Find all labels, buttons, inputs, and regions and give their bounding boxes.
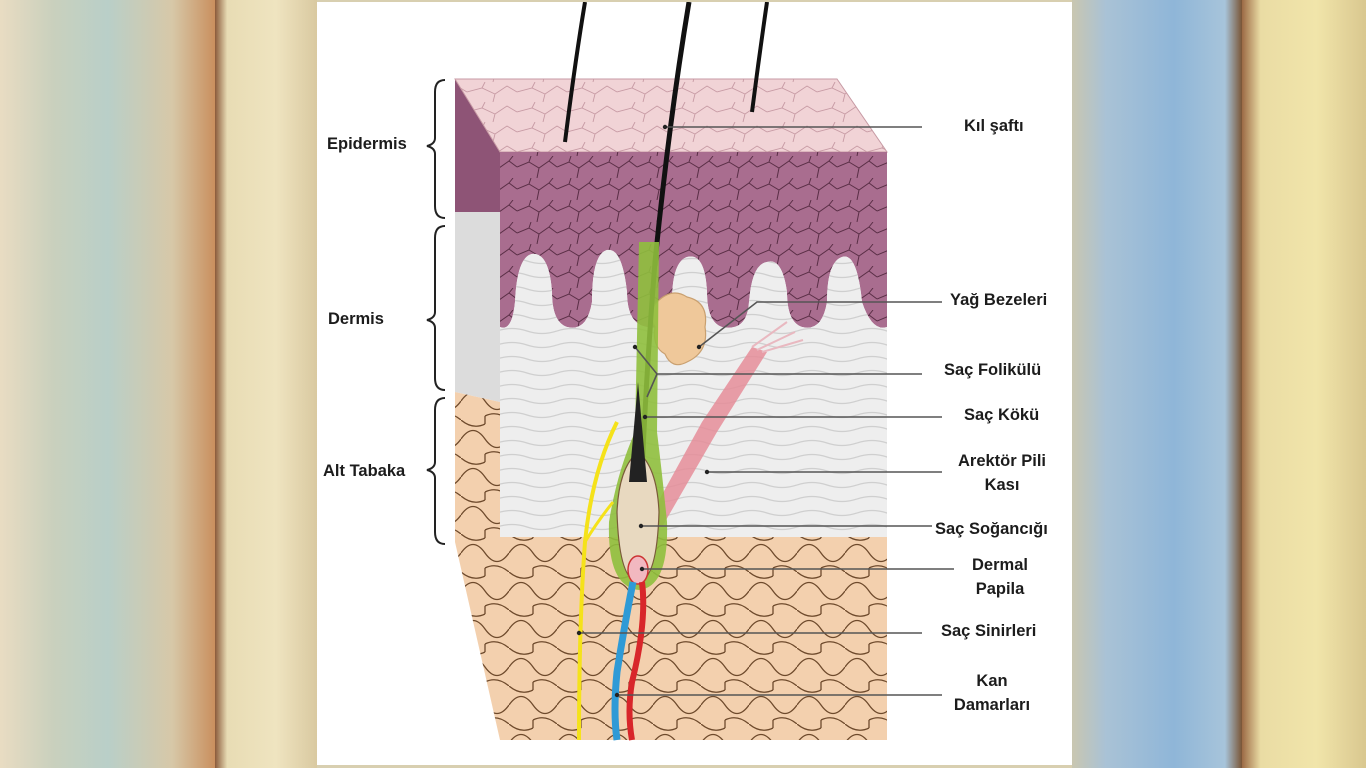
- leader-lines: [579, 126, 954, 696]
- leader-dots: [576, 124, 710, 698]
- diagram-panel: Epidermis Dermis Alt Tabaka Kıl şaftı Ya…: [317, 2, 1072, 765]
- hair-root-dark: [629, 382, 647, 482]
- arrector-pili-fibers: [751, 321, 804, 353]
- block-side-dermis: [455, 212, 500, 402]
- label-hair-shaft: Kıl şaftı: [964, 117, 1024, 135]
- label-blood-vessels: Kan Damarları: [932, 669, 1052, 717]
- hair-bulb: [616, 451, 660, 583]
- vein: [611, 581, 637, 741]
- label-hair-follicle: Saç Folikülü: [944, 361, 1042, 379]
- hair-nerve: [577, 421, 619, 741]
- label-papilla-line2: Papila: [975, 580, 1025, 598]
- dermis-bracket: [426, 225, 446, 391]
- label-hair-nerves: Saç Sinirleri: [941, 622, 1037, 640]
- label-arrector-pili: Arektör Pili Kası: [932, 449, 1072, 497]
- block-side-epidermis: [455, 79, 500, 212]
- label-hair-root: Saç Kökü: [964, 406, 1040, 424]
- leader-sebaceous: [698, 301, 942, 348]
- dermis-layer: [500, 249, 887, 537]
- label-dermal-papilla: Dermal Papila: [940, 553, 1060, 601]
- label-dermis: Dermis: [328, 310, 384, 328]
- hypodermis-bracket: [426, 397, 446, 545]
- artery: [626, 581, 647, 741]
- wood-plank-left: [0, 0, 215, 768]
- label-papilla-line1: Dermal: [972, 556, 1028, 574]
- label-sebaceous-glands: Yağ Bezeleri: [950, 291, 1048, 309]
- wood-plank-right: [1072, 0, 1242, 768]
- label-epidermis: Epidermis: [327, 135, 407, 153]
- hair-shaft-left: [563, 2, 587, 143]
- arrector-pili-muscle: [647, 347, 767, 527]
- label-hypodermis: Alt Tabaka: [323, 462, 406, 480]
- label-arrector-line1: Arektör Pili: [957, 452, 1047, 470]
- wood-plank-right-outer: [1242, 0, 1366, 768]
- label-vessels-line2: Damarları: [953, 696, 1031, 714]
- label-hair-bulb: Saç Soğancığı: [935, 520, 1048, 538]
- block-side-fat: [455, 392, 500, 740]
- epidermis-bracket: [426, 79, 446, 219]
- hair-nerve-branch: [583, 501, 615, 543]
- label-arrector-line2: Kası: [984, 476, 1020, 494]
- skin-cross-section-diagram: [426, 2, 954, 741]
- label-vessels-line1: Kan: [976, 672, 1008, 690]
- subcutaneous-fat-layer: [500, 537, 887, 740]
- leader-follicle: [634, 346, 922, 398]
- hair-shaft-right: [750, 2, 769, 113]
- dermal-papilla: [627, 555, 649, 585]
- wood-plank-left-inner: [215, 0, 317, 768]
- epidermis-layer: [500, 152, 887, 328]
